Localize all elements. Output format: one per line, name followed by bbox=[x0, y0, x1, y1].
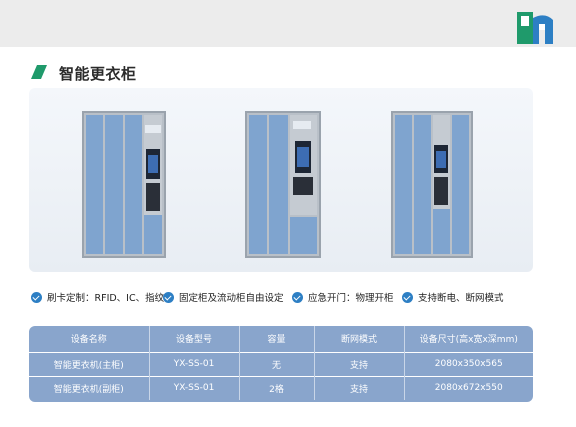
table-cell: 无 bbox=[238, 351, 314, 376]
table-cell: 2080x672x550 bbox=[403, 375, 533, 400]
feature-item: 支持断电、断网模式 bbox=[402, 290, 504, 304]
product-photo-panel bbox=[29, 88, 533, 272]
locker-cabinet-image-2 bbox=[245, 111, 321, 258]
spec-table: 设备名称 设备型号 容量 断网模式 设备尺寸(高x宽x深mm) 智能更衣机(主柜… bbox=[29, 326, 533, 402]
check-circle-icon bbox=[163, 291, 174, 303]
check-circle-icon bbox=[292, 291, 303, 303]
table-cell: 2格 bbox=[238, 375, 314, 400]
table-cell: 智能更衣机(主柜) bbox=[29, 351, 149, 376]
feature-label: 应急开门：物理开柜 bbox=[308, 293, 394, 304]
title-accent-icon bbox=[31, 65, 47, 79]
feature-item: 应急开门：物理开柜 bbox=[292, 290, 394, 304]
table-cell: YX-SS-01 bbox=[148, 351, 239, 376]
locker-cabinet-image-1 bbox=[82, 111, 166, 258]
table-cell: 支持 bbox=[313, 375, 404, 400]
table-cell: 智能更衣机(副柜) bbox=[29, 375, 149, 400]
company-logo-icon bbox=[517, 12, 553, 44]
locker-cabinet-image-3 bbox=[391, 111, 473, 258]
check-circle-icon bbox=[402, 291, 413, 303]
column-header: 设备尺寸(高x宽x深mm) bbox=[403, 326, 533, 352]
feature-list: 刷卡定制：RFID、IC、指纹 固定柜及流动柜自由设定 应急开门：物理开柜 支持… bbox=[31, 290, 541, 306]
top-banner bbox=[0, 0, 576, 47]
check-circle-icon bbox=[31, 291, 42, 303]
feature-label: 固定柜及流动柜自由设定 bbox=[179, 293, 284, 304]
page-title: 智能更衣柜 bbox=[59, 65, 137, 83]
table-header-row: 设备名称 设备型号 容量 断网模式 设备尺寸(高x宽x深mm) bbox=[29, 326, 533, 352]
feature-label: 支持断电、断网模式 bbox=[418, 293, 504, 304]
table-row: 智能更衣机(副柜) YX-SS-01 2格 支持 2080x672x550 bbox=[29, 375, 533, 400]
column-header: 设备名称 bbox=[70, 335, 107, 346]
table-cell: YX-SS-01 bbox=[148, 375, 239, 400]
table-row: 智能更衣机(主柜) YX-SS-01 无 支持 2080x350x565 bbox=[29, 351, 533, 376]
column-header: 容量 bbox=[238, 326, 314, 352]
column-header: 断网模式 bbox=[313, 326, 404, 352]
table-cell: 2080x350x565 bbox=[403, 351, 533, 376]
feature-item: 固定柜及流动柜自由设定 bbox=[163, 290, 284, 304]
feature-label: 刷卡定制：RFID、IC、指纹 bbox=[47, 293, 165, 304]
feature-item: 刷卡定制：RFID、IC、指纹 bbox=[31, 290, 164, 304]
table-cell: 支持 bbox=[313, 351, 404, 376]
column-header: 设备型号 bbox=[148, 326, 239, 352]
